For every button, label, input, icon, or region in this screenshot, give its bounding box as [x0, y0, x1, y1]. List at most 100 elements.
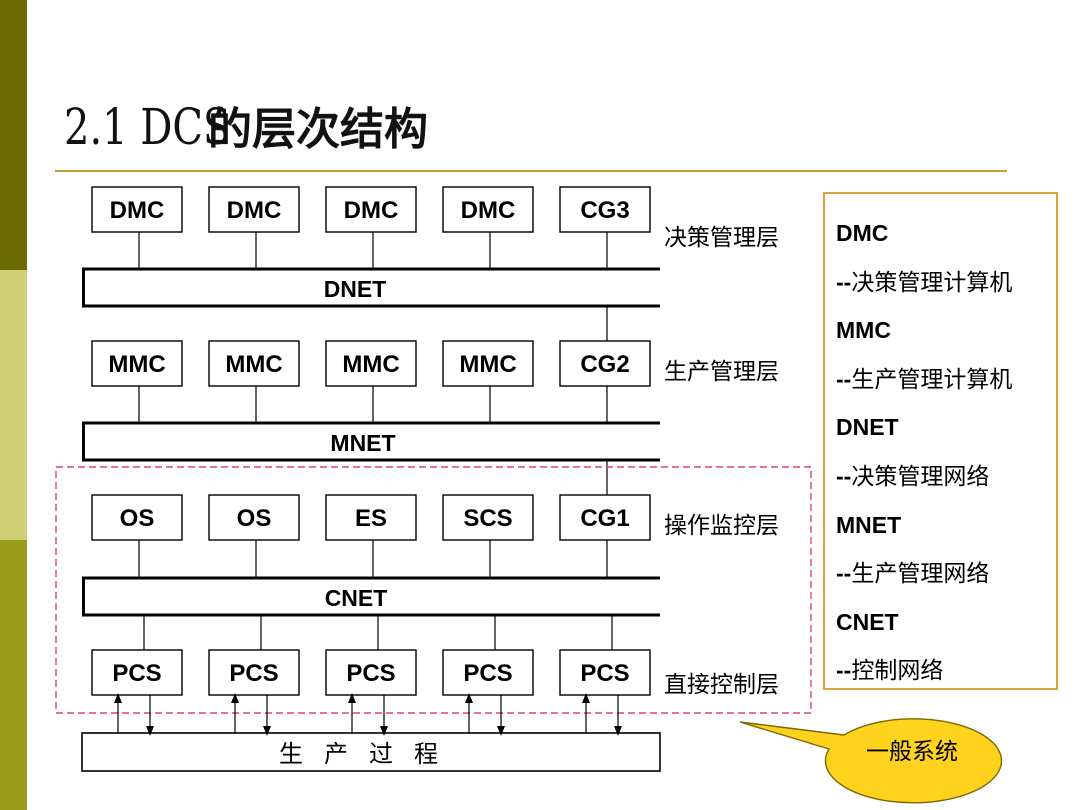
node-box [442, 340, 534, 387]
node-label: OS [237, 505, 272, 532]
layer-1: DMC DMC DMC DMC CG3 决策管理层 DNET [82, 186, 779, 341]
node-scs-3-4: SCS [442, 494, 534, 578]
legend-description-text: 决策管理网络 [851, 462, 990, 489]
node-label: PCS [229, 660, 278, 687]
node-box [208, 340, 300, 387]
node-box [325, 186, 417, 233]
legend-description: --生产管理计算机 [836, 355, 1056, 404]
callout-bubble [739, 718, 1003, 804]
bus-mnet: MNET [82, 421, 660, 495]
node-label: MMC [108, 351, 165, 378]
node-box [559, 186, 651, 233]
node-box [559, 340, 651, 387]
node-box [559, 494, 651, 541]
node-pcs-4-1: PCS [91, 649, 183, 696]
node-cg2-2-5: CG2 [559, 340, 651, 423]
legend-term: MMC [836, 317, 891, 344]
node-es-3-3: ES [325, 494, 417, 578]
process-label: 生产过程 [279, 740, 459, 768]
bus-label: MNET [330, 430, 395, 456]
node-label: MMC [225, 351, 282, 378]
legend-description: --控制网络 [836, 646, 1056, 695]
sidebar-stripe-light [0, 270, 27, 540]
callout-label: 一般系统 [866, 739, 958, 765]
legend-description-text: 决策管理计算机 [851, 268, 1013, 295]
node-mmc-2-1: MMC [91, 340, 183, 423]
node-label: MMC [459, 351, 516, 378]
node-pcs-4-3: PCS [325, 649, 417, 696]
legend-term: CNET [836, 608, 899, 635]
node-label: DMC [461, 197, 516, 224]
bus-label: DNET [324, 276, 387, 302]
node-dmc-1-4: DMC [442, 186, 534, 269]
legend-description: --决策管理计算机 [836, 258, 1056, 307]
node-label: DMC [110, 197, 165, 224]
title-underline [55, 170, 1007, 172]
node-label: DMC [344, 197, 399, 224]
node-os-3-1: OS [91, 494, 183, 578]
node-box [442, 186, 534, 233]
layer-label: 决策管理层 [664, 225, 779, 251]
legend-description-text: 生产管理网络 [851, 560, 990, 587]
node-dmc-1-1: DMC [91, 186, 183, 269]
legend-dash: -- [836, 268, 852, 295]
control-system-boundary [55, 466, 812, 714]
node-label: CG1 [580, 505, 629, 532]
legend-description-text: 控制网络 [851, 657, 944, 684]
node-box [91, 494, 183, 541]
node-mmc-2-3: MMC [325, 340, 417, 423]
legend-description: --决策管理网络 [836, 452, 1056, 501]
node-label: MMC [342, 351, 399, 378]
node-label: PCS [346, 660, 395, 687]
decorative-sidebar [0, 0, 27, 810]
node-os-3-2: OS [208, 494, 300, 578]
sidebar-stripe-mid [0, 540, 27, 810]
node-label: CG3 [580, 197, 629, 224]
page-title: 2.1 DCS的层次结构 [64, 92, 428, 162]
node-box [208, 649, 300, 696]
node-box [559, 649, 651, 696]
legend-description: --生产管理网络 [836, 549, 1056, 598]
node-pcs-4-2: PCS [208, 649, 300, 696]
node-box [325, 649, 417, 696]
node-label: PCS [112, 660, 161, 687]
legend-term: DMC [836, 220, 889, 246]
node-label: ES [355, 505, 387, 532]
node-box [325, 340, 417, 387]
layer-2: MMC MMC MMC MMC CG2 生产管理层 MNET [82, 340, 779, 495]
node-cg3-1-5: CG3 [559, 186, 651, 269]
node-label: SCS [463, 505, 512, 532]
node-label: DMC [227, 197, 282, 224]
node-mmc-2-4: MMC [442, 340, 534, 423]
legend-dash: -- [836, 657, 852, 684]
layer-label: 直接控制层 [664, 672, 779, 698]
legend-term: DNET [836, 414, 899, 441]
node-box [208, 494, 300, 541]
legend-dash: -- [836, 462, 852, 489]
node-box [91, 649, 183, 696]
node-pcs-4-4: PCS [442, 649, 534, 696]
sidebar-stripe-dark [0, 0, 27, 270]
node-dmc-1-2: DMC [208, 186, 300, 269]
node-mmc-2-2: MMC [208, 340, 300, 423]
legend-description-text: 生产管理计算机 [851, 365, 1013, 392]
node-cg1-3-5: CG1 [559, 494, 651, 578]
title-number: 2.1 DCS [64, 98, 231, 156]
layer-label: 操作监控层 [664, 513, 779, 539]
node-box [91, 340, 183, 387]
layer-label: 生产管理层 [664, 359, 779, 385]
node-box [442, 649, 534, 696]
title-text: 的层次结构 [208, 104, 429, 155]
legend-dash: -- [836, 560, 852, 587]
node-pcs-4-5: PCS [559, 649, 651, 696]
node-label: CG2 [580, 351, 629, 378]
node-box [91, 186, 183, 233]
legend-dash: -- [836, 365, 852, 392]
bus-cnet: CNET [82, 576, 660, 650]
node-box [208, 186, 300, 233]
process-bar [81, 732, 661, 772]
legend-term: MNET [836, 511, 902, 538]
bus-dnet: DNET [82, 267, 660, 341]
